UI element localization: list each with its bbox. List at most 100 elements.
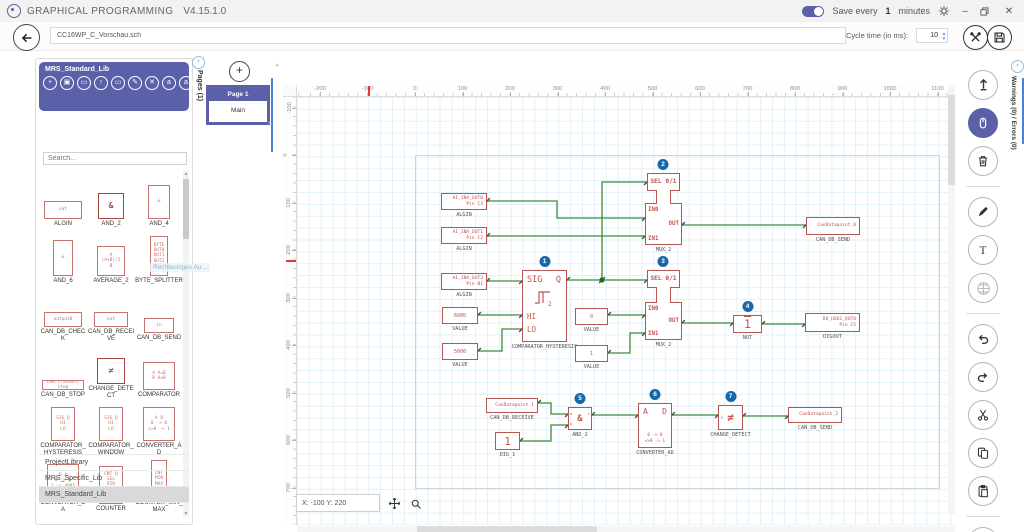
paste-button[interactable]	[968, 476, 998, 506]
sort-a-up-icon[interactable]: a	[162, 76, 176, 90]
undo-button[interactable]	[968, 324, 998, 354]
pan-mouse-tool-button[interactable]	[968, 108, 998, 138]
trash-icon[interactable]: ✕	[145, 76, 159, 90]
delete-tool-button[interactable]	[968, 146, 998, 176]
folder-icon[interactable]: ▭	[111, 76, 125, 90]
library-resize-handle[interactable]: •••••	[108, 448, 120, 454]
print-button[interactable]	[968, 527, 998, 532]
scroll-down-icon[interactable]: ▼	[183, 511, 189, 517]
pencil-icon[interactable]: ✎	[128, 76, 142, 90]
node-mux2_b-sel[interactable]: SEL 0/1	[647, 270, 680, 288]
cycle-time-input[interactable]: 10	[916, 28, 948, 43]
step-badge-6: 6	[649, 389, 661, 400]
pages-scroll-up-icon[interactable]: ▴	[276, 62, 279, 68]
wire[interactable]	[598, 178, 651, 284]
minimize-button[interactable]: –	[962, 5, 968, 17]
library-scroll-thumb[interactable]	[183, 179, 189, 239]
library-list-MRS_Specific_Lib[interactable]: MRS_Specific_Lib	[39, 470, 189, 486]
node-change_detect[interactable]: ›≠	[718, 405, 743, 430]
warnings-collapse-icon[interactable]: ‹	[1011, 60, 1024, 73]
canvas-horizontal-scrollbar[interactable]	[297, 526, 955, 532]
tools-button[interactable]	[963, 25, 988, 50]
restore-button[interactable]	[980, 6, 994, 16]
library-item-label: CAN_DB_CHECK	[40, 329, 86, 342]
scroll-up-icon[interactable]: ▲	[183, 171, 189, 177]
copy-button[interactable]	[968, 438, 998, 468]
pan-icon[interactable]	[386, 495, 403, 512]
close-button[interactable]: ✕	[1004, 5, 1014, 17]
wire[interactable]	[516, 421, 572, 445]
library-item-AND_2[interactable]: &AND_2	[87, 171, 135, 228]
plus-icon[interactable]: +	[43, 76, 57, 90]
grid-tool-button[interactable]	[968, 273, 998, 303]
library-item-AND_4[interactable]: &AND_4	[135, 171, 183, 228]
node-can_receive_1[interactable]: CanDatapoint_1	[486, 398, 538, 413]
grid-icon	[976, 281, 990, 295]
library-item-CHANGE_DETECT[interactable]: ≠CHANGE_DETECT	[87, 342, 135, 399]
library-list-ProjectLibrary[interactable]: ProjectLibrary	[39, 454, 189, 470]
node-can_send_0[interactable]: CanDatapoint_0	[806, 217, 860, 235]
text-tool-button[interactable]: T	[968, 235, 998, 265]
library-scrollbar[interactable]: ▲ ▼	[183, 171, 189, 517]
autosave-toggle[interactable]	[802, 5, 825, 17]
canvas-vertical-scrollbar[interactable]	[948, 85, 955, 513]
node-not_1[interactable]: 1	[733, 315, 762, 333]
cycle-time-spinner[interactable]: ▲▼	[941, 30, 947, 41]
library-item-label: CONVERTER_DA	[40, 500, 86, 513]
hruler-label: -200	[314, 86, 326, 92]
mouse-icon	[979, 117, 987, 129]
add-page-button[interactable]: +	[229, 61, 250, 82]
arrow-up-icon[interactable]: ↑	[94, 76, 108, 90]
save-button[interactable]	[987, 25, 1012, 50]
pointer-tool-button[interactable]	[968, 70, 998, 100]
filename-input[interactable]	[50, 27, 846, 44]
duplicate-icon[interactable]: ▣	[60, 76, 74, 90]
wire[interactable]	[534, 399, 572, 418]
library-item-AND_6[interactable]: &AND_6	[39, 228, 87, 285]
library-list-MRS_Standard_Lib[interactable]: MRS_Standard_Lib	[39, 486, 189, 502]
node-can_send_2[interactable]: CanDatapoint_2	[788, 407, 842, 423]
pages-scroll-down-icon[interactable]: ▾	[268, 120, 271, 126]
pen-tool-button[interactable]	[968, 197, 998, 227]
back-button[interactable]	[13, 24, 40, 51]
redo-button[interactable]	[968, 362, 998, 392]
node-dig_1[interactable]: 1	[495, 432, 520, 450]
node-value_1[interactable]: 1	[575, 345, 608, 362]
settings-gear-icon[interactable]	[938, 5, 950, 17]
library-item-BYTE_SPLITTER[interactable]: BYTEOUT0OUT1OUT2OUT3BYTE_SPLITTER	[135, 228, 183, 285]
cut-button[interactable]	[968, 400, 998, 430]
pages-collapse-icon[interactable]: ‹	[192, 56, 205, 69]
folder-icon[interactable]: ▭	[77, 76, 91, 90]
wire[interactable]	[483, 197, 649, 222]
node-value_6000[interactable]: 6000	[442, 307, 478, 324]
page-card[interactable]: Page 1 Main	[206, 85, 270, 125]
node-mux2_a-sel[interactable]: SEL 0/1	[647, 173, 680, 191]
wire[interactable]	[604, 329, 649, 357]
node-value_5000[interactable]: 5000	[442, 343, 478, 360]
node-value_0[interactable]: 0	[575, 308, 608, 325]
zoom-icon[interactable]	[407, 495, 424, 512]
sort-a-down-icon[interactable]: a	[179, 76, 193, 90]
save-every-value[interactable]: 1	[885, 6, 891, 16]
library-search-input[interactable]	[43, 152, 187, 165]
